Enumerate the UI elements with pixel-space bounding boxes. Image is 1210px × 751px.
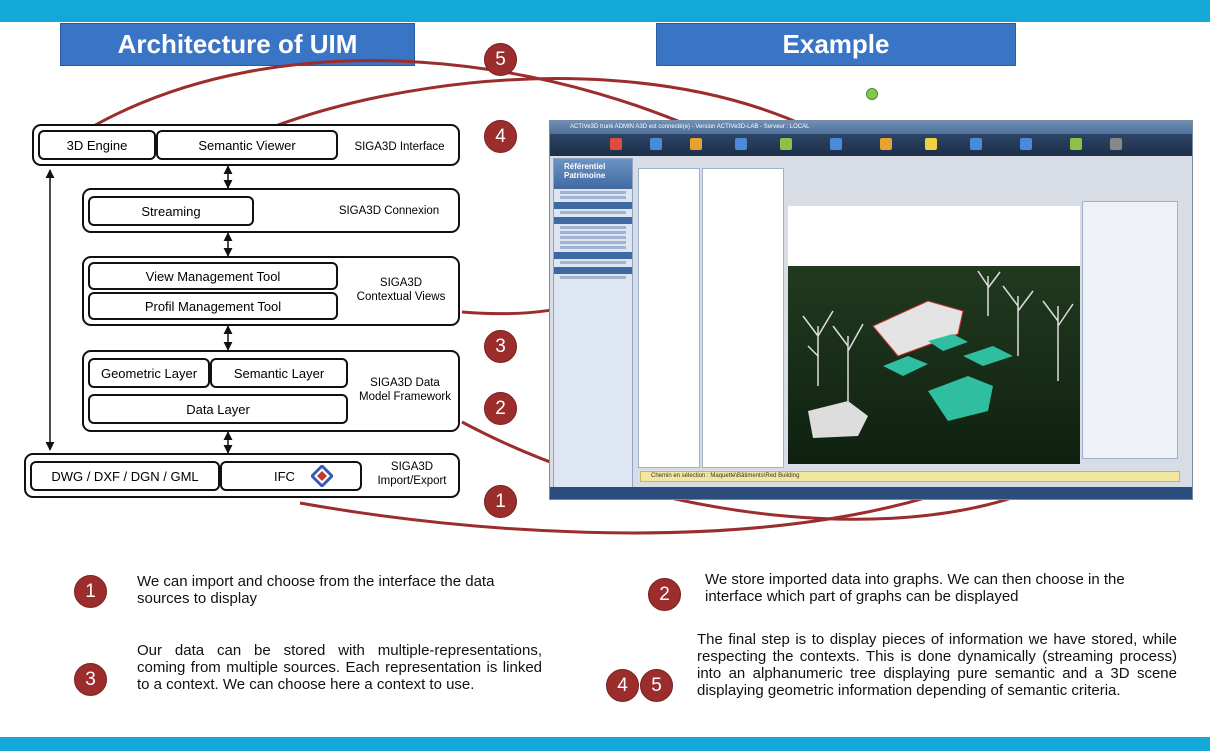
note-1-marker: 1 xyxy=(74,575,107,608)
note-4-5-text: The final step is to display pieces of i… xyxy=(697,631,1177,699)
connexion-label: SIGA3D Connexion xyxy=(338,205,440,217)
marker-4: 4 xyxy=(484,120,517,153)
3d-engine-box: 3D Engine xyxy=(38,130,156,160)
data-layer-box: Data Layer xyxy=(88,394,348,424)
note-2-text: We store imported data into graphs. We c… xyxy=(705,571,1125,605)
datamodel-group: Geometric Layer Semantic Layer Data Laye… xyxy=(82,350,460,432)
bottom-accent-bar xyxy=(0,737,1210,751)
semantic-layer-box: Semantic Layer xyxy=(210,358,348,388)
screenshot-toolbar xyxy=(550,134,1192,156)
screenshot-tree-2 xyxy=(702,168,784,468)
streaming-box: Streaming xyxy=(88,196,254,226)
sidebar-title-1: Référentiel xyxy=(564,162,606,171)
geometric-layer-box: Geometric Layer xyxy=(88,358,210,388)
note-1-text: We can import and choose from the interf… xyxy=(137,573,495,607)
formats-box: DWG / DXF / DGN / GML xyxy=(30,461,220,491)
ifc-box: IFC xyxy=(220,461,362,491)
semantic-viewer-box: Semantic Viewer xyxy=(156,130,338,160)
note-3-marker: 3 xyxy=(74,663,107,696)
marker-3: 3 xyxy=(484,330,517,363)
note-4-marker: 4 xyxy=(606,669,639,702)
ifc-label: IFC xyxy=(274,468,295,484)
top-accent-bar xyxy=(0,0,1210,22)
interface-group: 3D Engine Semantic Viewer SIGA3D Interfa… xyxy=(32,124,460,166)
marker-5: 5 xyxy=(484,43,517,76)
app-screenshot: ACTIVe3D trunk ADMIN A3D est connecté(e)… xyxy=(549,120,1193,500)
marker-2: 2 xyxy=(484,392,517,425)
connexion-group: Streaming SIGA3D Connexion xyxy=(82,188,460,233)
screenshot-taskbar xyxy=(550,487,1192,499)
interface-label: SIGA3D Interface xyxy=(354,141,445,153)
sidebar-title-2: Patrimoine xyxy=(564,171,606,180)
contextual-group: View Management Tool Profil Management T… xyxy=(82,256,460,326)
screenshot-right-panel xyxy=(1082,201,1178,459)
screenshot-tree-1 xyxy=(638,168,700,468)
note-3-text: Our data can be stored with multiple-rep… xyxy=(137,642,542,693)
note-5-marker: 5 xyxy=(640,669,673,702)
screenshot-status-bar: Chemin en sélection : Maquette\Bâtiments… xyxy=(640,471,1180,482)
example-header: Example xyxy=(656,23,1016,66)
screenshot-titlebar: ACTIVe3D trunk ADMIN A3D est connecté(e)… xyxy=(550,121,1192,134)
marker-1: 1 xyxy=(484,485,517,518)
ifc-logo-icon xyxy=(310,465,333,487)
architecture-header: Architecture of UIM xyxy=(60,23,415,66)
screenshot-3d-scene xyxy=(788,206,1080,464)
note-2-marker: 2 xyxy=(648,578,681,611)
rotate-handle-icon[interactable] xyxy=(866,88,878,100)
view-management-box: View Management Tool xyxy=(88,262,338,290)
profil-management-box: Profil Management Tool xyxy=(88,292,338,320)
